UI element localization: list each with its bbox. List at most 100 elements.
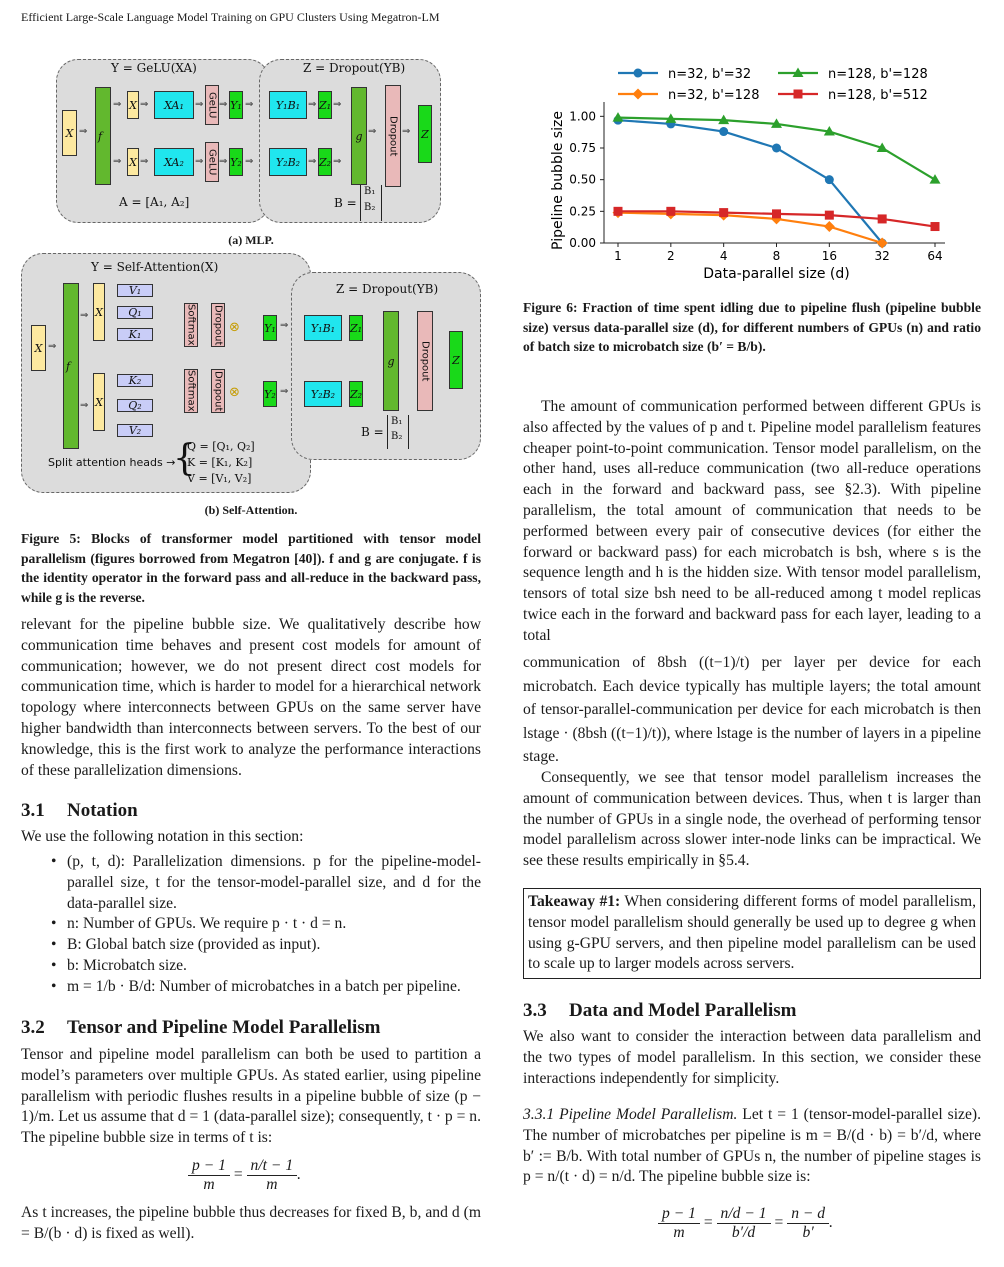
attn-q1-block: Q₁ — [117, 306, 153, 319]
mlp-x-block: X — [62, 110, 77, 156]
x-tick-label: 1 — [614, 249, 622, 263]
eq-numerator: n/d − 1 — [716, 1205, 771, 1224]
mlp-xa2-block: XA₂ — [154, 148, 194, 176]
attn-z-label: Z — [452, 353, 460, 367]
data-point — [771, 118, 782, 128]
section-3-2-heading: 3.2 Tensor and Pipeline Model Parallelism — [21, 1017, 381, 1039]
notation-item: n: Number of GPUs. We require p · t · d … — [21, 914, 481, 935]
notation-item: m = 1/b · B/d: Number of microbatches in… — [21, 977, 481, 998]
mlp-f-block: f — [95, 87, 111, 185]
data-point — [823, 221, 835, 233]
arrow-icon: ⇒ — [195, 156, 204, 167]
notation-intro: We use the following notation in this se… — [21, 828, 304, 845]
left-paragraph-1: relevant for the pipeline bubble size. W… — [21, 616, 481, 779]
attn-k1-block: K₁ — [117, 328, 153, 341]
attn-x-bottom-label: X — [95, 395, 103, 409]
attn-title-right: Z = Dropout(YB) — [336, 282, 439, 296]
mlp-gelu-top-block: GeLU — [205, 85, 219, 125]
left-paragraph-3: As t increases, the pipeline bubble thus… — [21, 1204, 481, 1242]
arrow-icon: ⇒ — [219, 99, 228, 110]
arrow-icon: ⇒ — [140, 156, 149, 167]
arrow-icon: ⇒ — [368, 126, 377, 137]
mlp-b1: B₁ — [364, 186, 376, 197]
arrow-icon: ⇒ — [80, 310, 89, 321]
y-tick-label: 1.00 — [569, 109, 596, 123]
q-equation: Q = [Q₁, Q₂] — [187, 440, 255, 453]
arrow-icon: ⇒ — [280, 320, 289, 331]
mlp-yb2-block: Y₂B₂ — [269, 148, 307, 176]
attn-softmax-bottom-block: Softmax — [184, 369, 198, 413]
attn-y2-label: Y₂ — [264, 387, 276, 401]
mlp-right-panel — [259, 59, 441, 223]
mlp-xa1-block: XA₁ — [154, 91, 194, 119]
notation-item: b: Microbatch size. — [21, 956, 481, 977]
section-number: 3.3 — [523, 1000, 547, 1021]
mlp-b-matrix: B₁ B₂ — [360, 185, 382, 221]
x-tick-label: 2 — [667, 249, 675, 263]
subcaption-attention: (b) Self-Attention. — [204, 503, 298, 517]
arrow-icon: ⇒ — [113, 156, 122, 167]
arrow-icon: ⇒ — [245, 99, 254, 110]
section-title: Notation — [67, 800, 138, 821]
eq-numerator: n − d — [787, 1205, 830, 1224]
y-tick-label: 0.00 — [569, 236, 596, 250]
arrow-icon: ⇒ — [48, 341, 57, 352]
attn-z2-block: Z₂ — [349, 381, 363, 407]
attn-z1-label: Z₁ — [349, 321, 363, 335]
attn-y1-block: Y₁ — [263, 315, 277, 341]
mlp-dropout-block: Dropout — [385, 85, 401, 187]
data-point — [612, 112, 624, 122]
attn-z-block: Z — [449, 331, 463, 389]
x-tick-label: 8 — [773, 249, 781, 263]
attn-dropout-bottom-block: Dropout — [211, 369, 225, 413]
attn-b2: B₂ — [391, 431, 403, 442]
left-paragraph-2: Tensor and pipeline model parallelism ca… — [21, 1046, 481, 1147]
section-title: Tensor and Pipeline Model Parallelism — [67, 1017, 381, 1038]
attn-f-block: f — [63, 283, 79, 449]
data-point — [772, 209, 781, 219]
arrow-icon: ⇒ — [333, 99, 342, 110]
data-point — [929, 174, 941, 184]
right-paragraph-2: Consequently, we see that tensor model p… — [523, 769, 981, 870]
data-point — [824, 210, 834, 220]
mlp-a-equation: A = [A₁, A₂] — [119, 195, 190, 209]
attn-x-top-label: X — [95, 305, 103, 319]
arrow-icon: ⇒ — [195, 99, 204, 110]
arrow-icon: ⇒ — [308, 156, 317, 167]
arrow-icon: ⇒ — [79, 126, 88, 137]
data-point — [824, 175, 834, 185]
legend-label: n=128, b'=512 — [828, 88, 928, 103]
figure-6-caption: Figure 6: Fraction of time spent idling … — [523, 300, 981, 354]
x-tick-label: 16 — [822, 249, 837, 263]
mlp-g-block: g — [351, 87, 367, 185]
x-axis-label: Data-parallel size (d) — [703, 266, 849, 282]
attn-b-equation: B = — [361, 425, 384, 439]
arrow-icon: ⇒ — [280, 386, 289, 397]
section-number: 3.2 — [21, 1017, 45, 1038]
attn-g-label: g — [387, 354, 395, 368]
y-tick-label: 0.25 — [569, 204, 596, 218]
attn-yb2-block: Y₂B₂ — [304, 381, 342, 407]
data-point — [930, 222, 940, 232]
attn-y1-label: Y₁ — [264, 321, 276, 335]
attn-b1: B₁ — [391, 416, 403, 427]
subcaption-mlp: (a) MLP. — [228, 233, 274, 247]
arrow-icon: ⇒ — [333, 156, 342, 167]
eq-numerator: p − 1 — [658, 1205, 700, 1224]
mlp-gelu-bottom-block: GeLU — [205, 142, 219, 182]
takeaway-box: Takeaway #1: When considering different … — [523, 888, 981, 980]
eq-denominator: m — [673, 1224, 685, 1241]
attn-dropout-top-block: Dropout — [211, 303, 225, 347]
mlp-yb1-block: Y₁B₁ — [269, 91, 307, 119]
subsection-3-3-1: 3.3.1 Pipeline Model Parallelism. — [523, 1106, 738, 1123]
attn-yb2-label: Y₂B₂ — [310, 387, 336, 401]
attn-x-block: X — [31, 325, 46, 371]
data-point — [823, 126, 835, 136]
right-paragraph-3: We also want to consider the interaction… — [523, 1028, 981, 1087]
split-heads-label: Split attention heads → — [48, 456, 176, 469]
attn-dropout-out-block: Dropout — [417, 311, 433, 411]
mlp-x-bottom-block: X — [127, 148, 139, 176]
